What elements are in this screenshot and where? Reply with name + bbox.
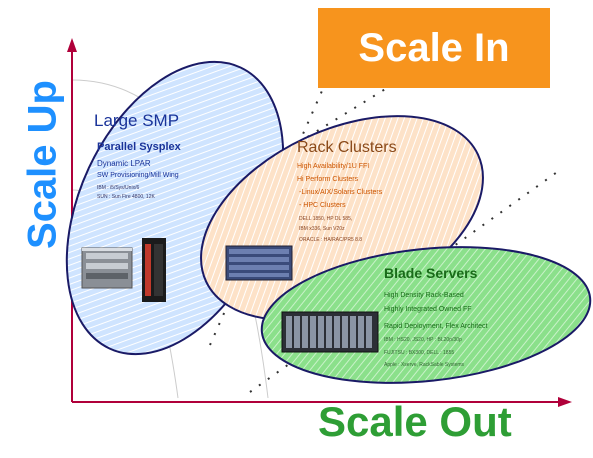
blade-server-image <box>281 311 379 353</box>
rack-line-7: ORACLE : HA/RAC/PR5 8.8 <box>299 237 362 243</box>
rack-line-3: -Linux/AIX/Solaris Clusters <box>299 189 383 196</box>
blade-line-3: Rapid Deployment, Flex Architect <box>384 323 488 330</box>
large-smp-text: Large SMP Parallel Sysplex Dynamic LPAR … <box>94 111 182 200</box>
scale-up-label: Scale Up <box>20 80 65 249</box>
large-smp-subtitle: Parallel Sysplex <box>97 141 182 153</box>
blade-line-6: Apple : Xserve, RackSable Systems <box>384 362 465 368</box>
scale-in-label: Scale In <box>358 25 510 70</box>
rack-line-2: Hi Perform Clusters <box>297 176 359 183</box>
scale-out-label: Scale Out <box>318 398 512 445</box>
smp-server-image <box>81 247 133 289</box>
large-smp-title: Large SMP <box>94 111 179 130</box>
rack-clusters-title: Rack Clusters <box>297 139 397 156</box>
rack-clusters-text: Rack Clusters High Availability/1U FFI H… <box>297 139 397 243</box>
large-smp-line-1: Dynamic LPAR <box>97 159 151 168</box>
x-axis-arrowhead <box>558 397 572 407</box>
rack-cluster-image <box>225 245 293 281</box>
blade-line-5: FUJITSU : BX300, DELL : 1855 <box>384 350 454 356</box>
blade-servers-title: Blade Servers <box>384 265 478 281</box>
large-smp-line-3: IBM : i5/Sys/Unix/6 <box>97 185 139 191</box>
rack-line-6: IBM x336, Sun V20z <box>299 226 345 232</box>
smp-mainframe-image <box>142 238 166 302</box>
y-axis-arrowhead <box>67 38 77 52</box>
rack-line-5: DELL 1850, HP DL 585, <box>299 216 352 222</box>
blade-line-4: IBM : HS20, JS20, HP : BL20p/30p <box>384 337 462 343</box>
blade-line-1: High Density Rack-Based <box>384 292 464 299</box>
blade-line-2: Highly Integrated Owned FF <box>384 306 472 313</box>
scale-in-box: Scale In <box>318 8 550 88</box>
rack-line-1: High Availability/1U FFI <box>297 163 369 170</box>
large-smp-line-2: SW Provisioning/Mill Wing <box>97 172 179 179</box>
blade-servers-text: Blade Servers High Density Rack-Based Hi… <box>384 265 488 368</box>
rack-line-4: - HPC Clusters <box>299 202 346 209</box>
large-smp-line-4: SUN : Sun Fire 4800, 12K <box>97 194 155 200</box>
